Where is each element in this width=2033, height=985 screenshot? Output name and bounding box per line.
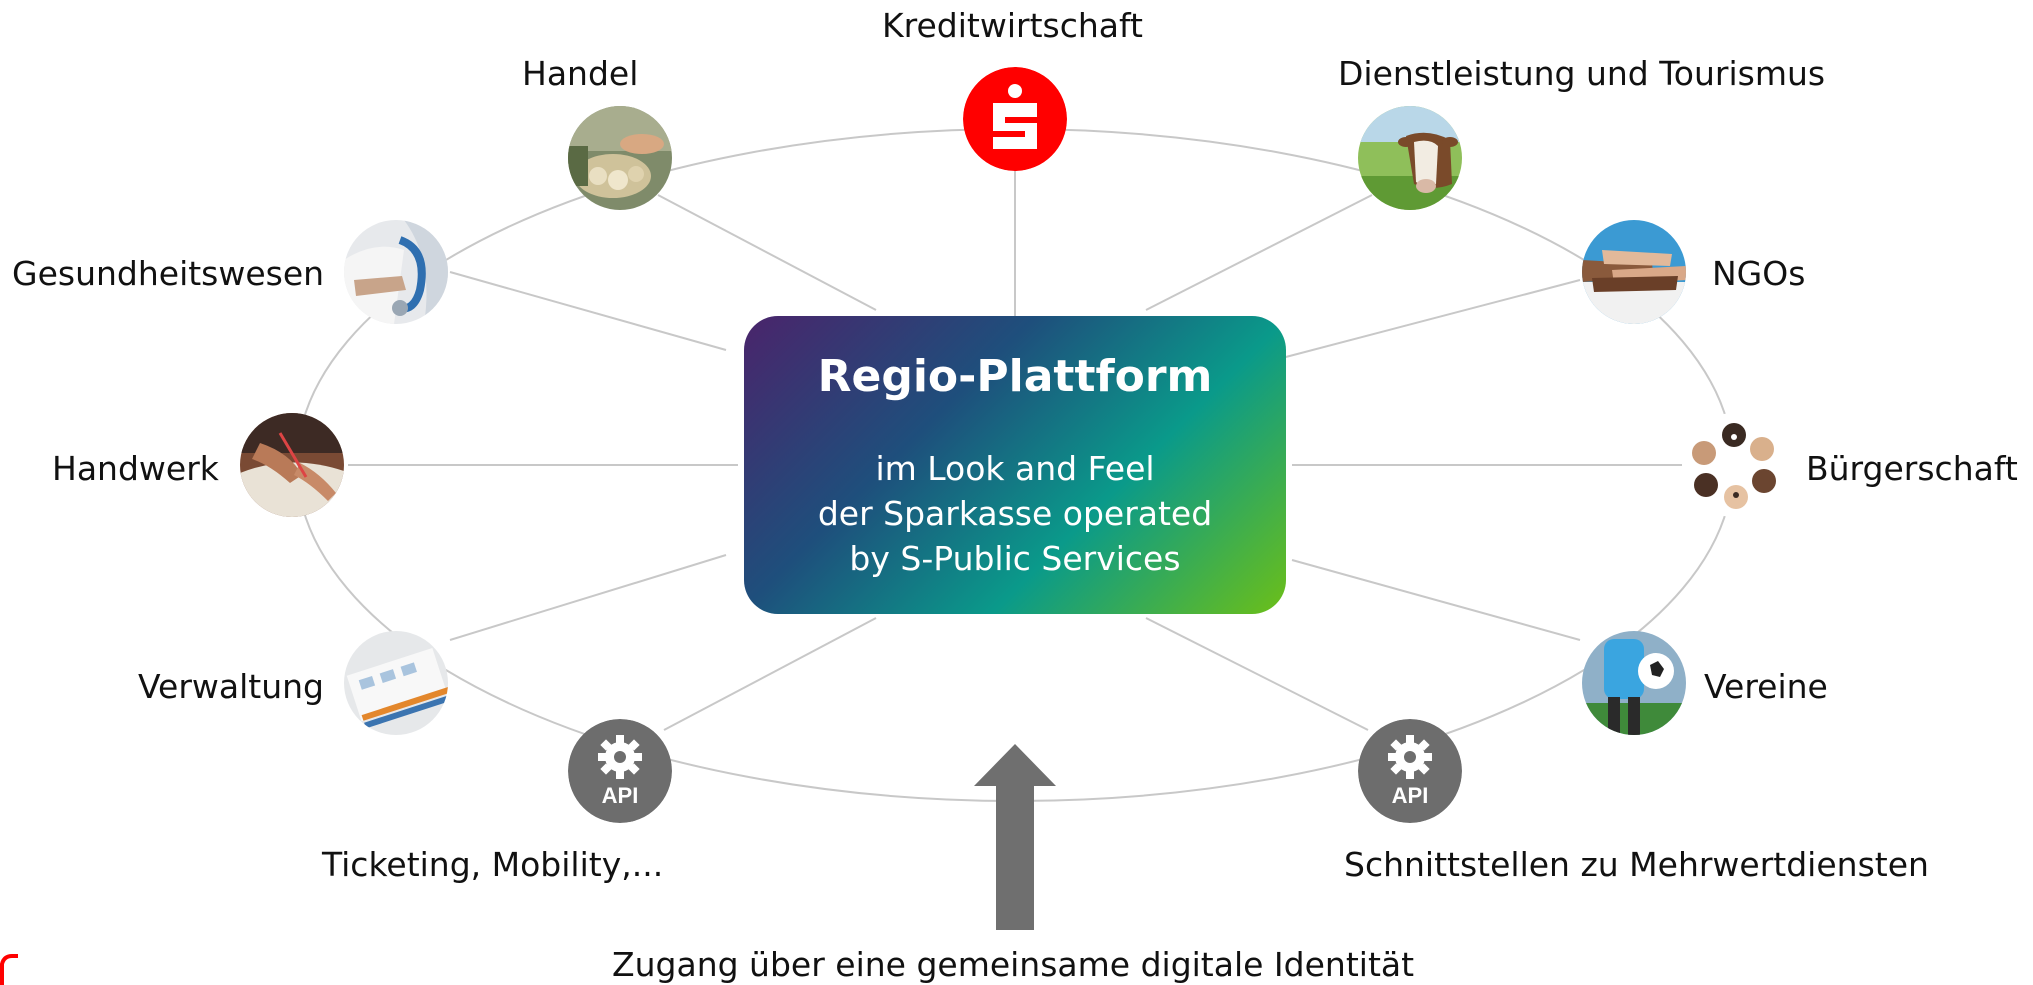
cow-photo-icon [1358, 106, 1462, 210]
connector-verwaltung [449, 554, 727, 641]
people-circle-photo-icon [1682, 413, 1786, 517]
label-buergerschaft: Bürgerschaft [1806, 449, 2018, 488]
craft-photo-icon [240, 413, 344, 517]
platform-subtitle: im Look and Feel der Sparkasse operated … [744, 446, 1286, 581]
stacked-hands-photo-icon [1582, 220, 1686, 324]
stethoscope-photo-icon [344, 220, 448, 324]
label-gesundheitswesen: Gesundheitswesen [12, 254, 325, 293]
connector-schnittstellen [1145, 617, 1369, 731]
up-arrow-icon [974, 744, 1056, 930]
label-verwaltung: Verwaltung [138, 667, 324, 706]
platform-subtitle-line-3: by S-Public Services [849, 539, 1181, 578]
sparkasse-fragment-icon [0, 954, 18, 985]
label-schnittstellen: Schnittstellen zu Mehrwertdiensten [1344, 845, 1929, 884]
label-dienstleistung: Dienstleistung und Tourismus [1338, 54, 1826, 93]
connector-vereine [1291, 559, 1581, 641]
football-photo-icon [1582, 631, 1686, 735]
platform-subtitle-line-1: im Look and Feel [875, 449, 1155, 488]
label-vereine: Vereine [1704, 667, 1828, 706]
api-badge-text: API [1392, 783, 1429, 808]
connector-ngos [1281, 279, 1581, 359]
label-ngos: NGOs [1712, 254, 1806, 293]
api-badge-text: API [602, 783, 639, 808]
label-handwerk: Handwerk [52, 449, 219, 488]
label-digital-identity: Zugang über eine gemeinsame digitale Ide… [612, 945, 1415, 984]
label-ticketing: Ticketing, Mobility,... [322, 845, 664, 884]
regio-plattform-box: Regio-Plattform im Look and Feel der Spa… [744, 316, 1286, 614]
api-gear-icon: API [568, 719, 672, 823]
connector-gesundheitswesen [449, 271, 727, 351]
platform-title: Regio-Plattform [817, 351, 1213, 402]
documents-photo-icon [344, 631, 448, 735]
market-photo-icon [568, 106, 672, 210]
label-handel: Handel [522, 54, 639, 93]
connector-handel [657, 194, 877, 311]
connector-ticketing [663, 617, 877, 731]
api-gear-icon: API [1358, 719, 1462, 823]
sparkasse-logo-icon [963, 67, 1067, 171]
connector-dienstleistung [1145, 194, 1373, 311]
platform-subtitle-line-2: der Sparkasse operated [817, 494, 1213, 533]
label-kreditwirtschaft: Kreditwirtschaft [882, 6, 1143, 45]
